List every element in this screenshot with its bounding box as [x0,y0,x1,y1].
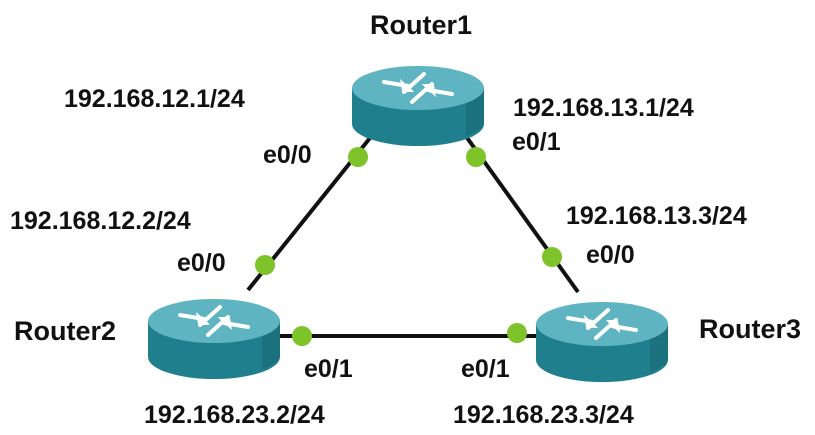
ip-router3-e0-1: 192.168.23.3/24 [453,401,634,429]
router-arrowhead [218,317,228,326]
port-dot-router3-e0-0 [542,247,562,267]
router-arrowhead [404,83,414,92]
port-dot-router2-e0-0 [255,255,275,275]
router-top [536,302,668,346]
port-dot-router1-e0-0 [348,147,368,167]
port-dot-router3-e0-1 [507,323,527,343]
ip-router1-e0-1: 192.168.13.1/24 [513,94,694,122]
if-router3-e0-0: e0/0 [586,241,635,269]
if-router3-e0-1: e0/1 [461,355,510,383]
router-arrowhead [612,321,620,333]
ip-router2-e0-1: 192.168.23.2/24 [144,401,325,429]
router3-label: Router3 [699,314,801,344]
router3[interactable] [536,302,668,382]
if-router2-e0-0: e0/0 [177,249,226,277]
ip-router3-e0-0: 192.168.13.3/24 [566,202,747,230]
router-arrowhead [200,316,210,325]
if-router1-e0-0: e0/0 [263,141,312,169]
ip-router1-e0-0: 192.168.12.1/24 [64,85,245,113]
router-icon [148,299,280,379]
router-arrowhead [196,312,204,324]
router-arrowhead [400,79,408,91]
if-router2-e0-1: e0/1 [304,355,353,383]
port-dot-router2-e0-1 [292,326,312,346]
router1[interactable] [352,66,484,146]
ip-router2-e0-0: 192.168.12.2/24 [10,207,191,235]
router-arrowhead [422,84,432,93]
router2[interactable] [148,299,280,379]
router-top [352,66,484,110]
router-arrowhead [224,318,232,330]
router-arrowhead [588,319,598,328]
router-arrowhead [428,85,436,97]
router-top [148,299,280,343]
port-dots [255,147,562,346]
router-icon [536,302,668,382]
router2-label: Router2 [14,316,116,346]
router-arrowhead [606,320,616,329]
port-dot-router1-e0-1 [466,147,486,167]
router-icon [352,66,484,146]
router-arrowhead [584,315,592,327]
if-router1-e0-1: e0/1 [512,128,561,156]
router1-label: Router1 [370,10,472,40]
